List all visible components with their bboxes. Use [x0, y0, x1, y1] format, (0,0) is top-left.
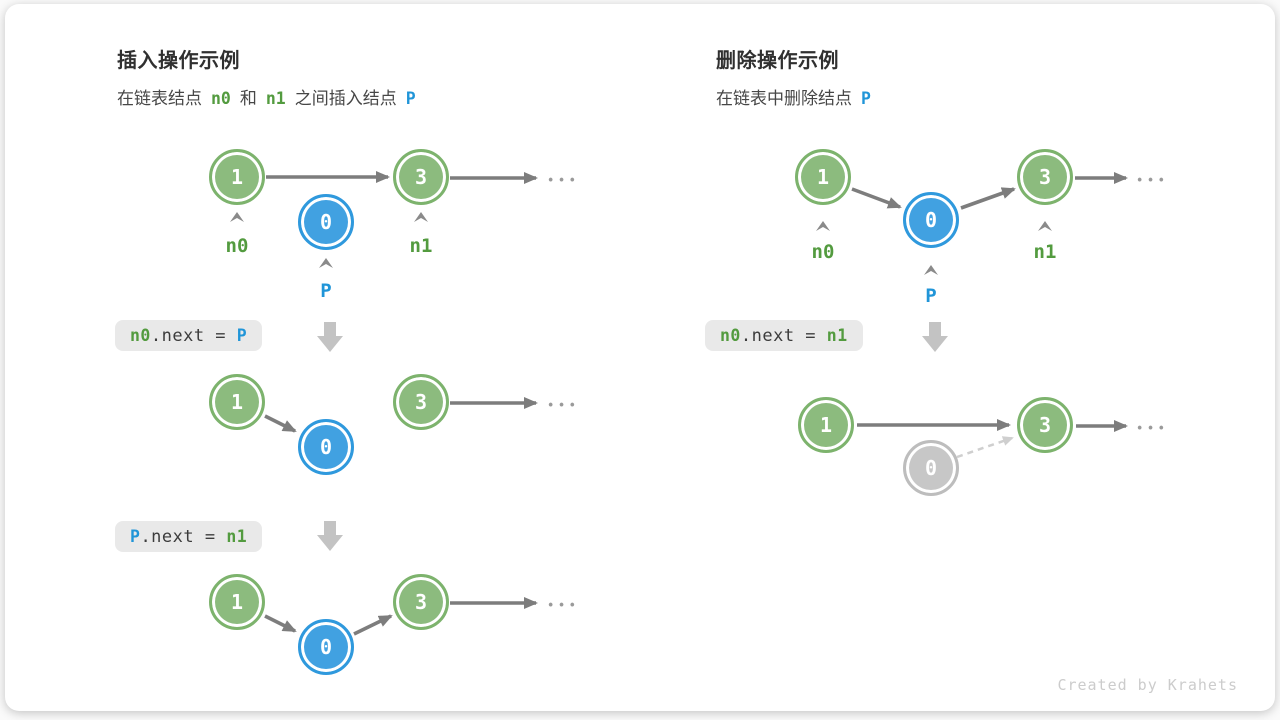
node-value-3: 3 [1017, 397, 1073, 453]
node-value-3: 3 [1017, 149, 1073, 205]
arrow-down-icon [317, 322, 343, 352]
node-value-0: 0 [903, 192, 959, 248]
node-value-1: 1 [798, 397, 854, 453]
label-n0: n0 [811, 241, 835, 263]
label-p: P [925, 285, 937, 307]
caret-up-icon [230, 212, 244, 222]
node-value-1: 1 [209, 374, 265, 430]
ellipsis-icon: ••• [1135, 421, 1169, 437]
arrow-right1-n0-p [851, 187, 902, 209]
subtitle-text: 在链表中删除结点 [716, 89, 852, 108]
code-lhs: n0 [130, 326, 151, 345]
node-value-0: 0 [298, 619, 354, 675]
caret-up-icon [319, 258, 333, 268]
label-n0: n0 [225, 235, 249, 257]
node-value-3: 3 [393, 374, 449, 430]
arrow-right2-removed-dashed [956, 436, 1014, 459]
right-panel-subtitle: 在链表中删除结点 P [716, 84, 871, 109]
arrow-right1-p-n1 [960, 187, 1016, 210]
right-panel-title: 删除操作示例 [716, 50, 839, 72]
ellipsis-icon: ••• [1135, 173, 1169, 189]
left-panel-subtitle: 在链表结点 n0 和 n1 之间插入结点 P [117, 84, 416, 109]
code-statement: n0.next = P [115, 320, 263, 351]
code-rhs: n1 [226, 527, 248, 546]
left-panel-title: 插入操作示例 [117, 50, 240, 72]
arrow-left3-n0-p [264, 614, 297, 633]
caret-up-icon [924, 265, 938, 275]
subtitle-text: 和 [239, 89, 257, 108]
code-lhs: n0 [720, 326, 741, 345]
arrow-down-icon [922, 322, 948, 352]
code-mid: .next = [150, 325, 237, 346]
arrow-down-icon [317, 521, 343, 551]
arrow-left3-p-n1 [353, 614, 393, 636]
ellipsis-icon: ••• [546, 398, 580, 414]
ellipsis-icon: ••• [546, 598, 580, 614]
node-value-1: 1 [209, 574, 265, 630]
label-p: P [320, 280, 332, 302]
subtitle-text: 在链表结点 [117, 89, 202, 108]
code-mid: .next = [740, 325, 827, 346]
arrow-left2-n0-p [264, 414, 297, 433]
code-lhs: P [130, 527, 141, 546]
code-statement: P.next = n1 [115, 521, 263, 552]
ellipsis-icon: ••• [546, 173, 580, 189]
node-value-1: 1 [209, 149, 265, 205]
caret-up-icon [816, 221, 830, 231]
caret-up-icon [414, 212, 428, 222]
node-value-1: 1 [795, 149, 851, 205]
code-mid: .next = [140, 526, 227, 547]
token-n1: n1 [265, 89, 286, 108]
node-value-0-removed: 0 [903, 440, 959, 496]
code-rhs: P [236, 326, 248, 345]
code-statement: n0.next = n1 [705, 320, 863, 351]
subtitle-text: 之间插入结点 [294, 89, 397, 108]
token-p: P [405, 89, 416, 108]
node-value-3: 3 [393, 574, 449, 630]
token-p: P [861, 89, 871, 108]
node-value-3: 3 [393, 149, 449, 205]
label-n1: n1 [1033, 241, 1057, 263]
node-value-0: 0 [298, 419, 354, 475]
caret-up-icon [1038, 221, 1052, 231]
watermark: Created by Krahets [1057, 676, 1238, 694]
code-rhs: n1 [826, 326, 848, 345]
node-value-0: 0 [298, 194, 354, 250]
token-n0: n0 [211, 89, 231, 108]
label-n1: n1 [409, 235, 433, 257]
